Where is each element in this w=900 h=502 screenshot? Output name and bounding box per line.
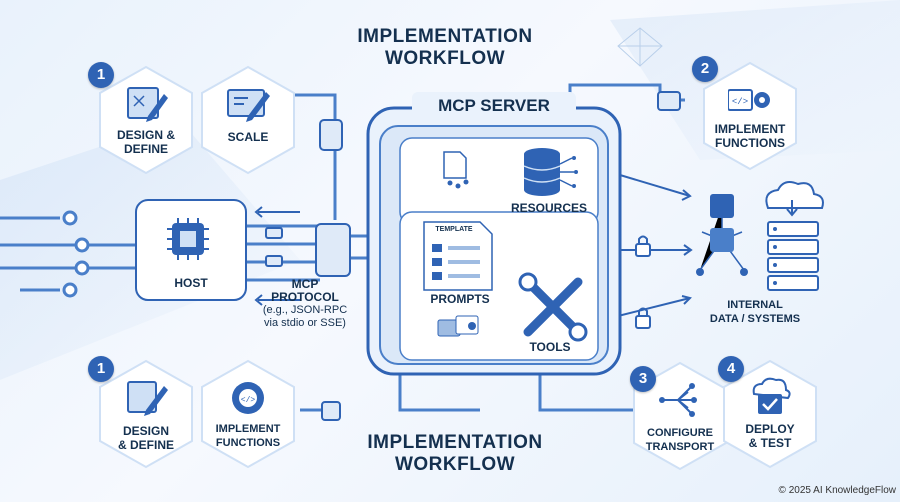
internal-line: DATA / SYSTEMS [709, 313, 801, 325]
hex-label: DEPLOY & TEST [720, 422, 820, 450]
hex-line: & TEST [748, 436, 792, 450]
step-badge-1: 1 [88, 62, 114, 88]
bg-network-icon [617, 27, 663, 67]
workflow-title-top: IMPLEMENTATION WORKFLOW [330, 26, 560, 70]
hex-shape [703, 61, 797, 171]
protocol-line: MCP [291, 277, 319, 291]
hex-line: DESIGN & [116, 128, 175, 142]
frame-pencil-icon [127, 381, 168, 416]
hex-implement-functions-bottom: </> IMPLEMENT FUNCTIONS [198, 358, 298, 470]
hex-line: FUNCTIONS [215, 437, 281, 449]
workflow-title-bottom: IMPLEMENTATION WORKFLOW [340, 432, 570, 476]
step-badge-1-bottom: 1 [88, 356, 114, 382]
lock-icon [635, 235, 651, 329]
hex-label: DESIGN & DEFINE [96, 424, 196, 452]
hex-line: DESIGN [122, 424, 169, 438]
code-gear-icon: </> [728, 89, 770, 111]
internal-data-label: INTERNAL DATA / SYSTEMS [680, 298, 830, 326]
hex-label: DESIGN & DEFINE [96, 128, 196, 156]
protocol-line: (e.g., JSON-RPC [262, 304, 348, 316]
hex-configure-transport: CONFIGURE TRANSPORT [630, 360, 730, 472]
title-line: WORKFLOW [384, 48, 506, 69]
title-line: IMPLEMENTATION [357, 26, 533, 47]
template-document-icon [423, 221, 493, 291]
left-edge-nodes [62, 210, 90, 298]
protocol-line: via stdio or SSE) [264, 317, 346, 329]
screen-pencil-icon [227, 89, 270, 122]
mcp-server-title: MCP SERVER [412, 92, 576, 120]
hex-label: IMPLEMENT FUNCTIONS [700, 122, 800, 150]
hex-scale: SCALE [198, 64, 298, 176]
hex-line: IMPLEMENT [714, 122, 786, 136]
template-label: TEMPLATE [435, 226, 473, 233]
cards-icon [437, 315, 479, 337]
hex-implement-functions-top: </> IMPLEMENT FUNCTIONS [700, 60, 800, 172]
hex-shape [99, 65, 193, 175]
title-line: IMPLEMENTATION [367, 432, 543, 453]
hex-line: TRANSPORT [645, 441, 715, 453]
transport-nodes-icon [659, 383, 697, 417]
hex-line: & DEFINE [117, 438, 174, 452]
bottom-wires [300, 372, 640, 412]
svg-text:</>: </> [241, 396, 256, 405]
step-badge-2: 2 [692, 56, 718, 82]
hex-line: DEFINE [123, 142, 168, 156]
hex-label: CONFIGURE TRANSPORT [630, 426, 730, 454]
hex-line: FUNCTIONS [715, 136, 785, 150]
hex-label: IMPLEMENT FUNCTIONS [198, 422, 298, 450]
wrench-screwdriver-icon [518, 272, 588, 342]
hex-design-define-top: DESIGN & DEFINE [96, 64, 196, 176]
hex-line: CONFIGURE [647, 427, 713, 439]
step-badge-4: 4 [718, 356, 744, 382]
blueprint-pencil-icon [127, 87, 168, 122]
left-edge-wires [0, 216, 138, 292]
svg-text:</>: </> [732, 97, 748, 107]
chip-icon [167, 218, 209, 260]
cloud-check-icon [752, 377, 791, 414]
network-cubes-icon [696, 194, 748, 276]
internal-line: INTERNAL [727, 299, 783, 311]
tools-label: TOOLS [529, 340, 571, 354]
title-line: WORKFLOW [394, 454, 516, 475]
gear-code-icon: </> [232, 382, 264, 414]
protocol-line: PROTOCOL [271, 290, 339, 304]
step-badge-3: 3 [630, 366, 656, 392]
copyright-text: © 2025 AI KnowledgeFlow [778, 485, 896, 496]
hex-line: DEPLOY [745, 422, 795, 436]
hex-line: IMPLEMENT [215, 423, 281, 435]
connector-plugs [265, 91, 681, 421]
hex-design-define-bottom: DESIGN & DEFINE [96, 358, 196, 470]
database-icon [523, 148, 578, 196]
hex-label: SCALE [227, 130, 269, 144]
cloud-server-icon [765, 181, 824, 291]
hex-deploy-test: DEPLOY & TEST [720, 358, 820, 470]
protocol-text: MCP PROTOCOL (e.g., JSON-RPC via stdio o… [250, 278, 360, 330]
document-dots-icon [443, 151, 469, 189]
prompts-label: PROMPTS [430, 292, 490, 306]
resources-label: RESOURCES [510, 201, 587, 215]
host-label: HOST [174, 276, 208, 290]
